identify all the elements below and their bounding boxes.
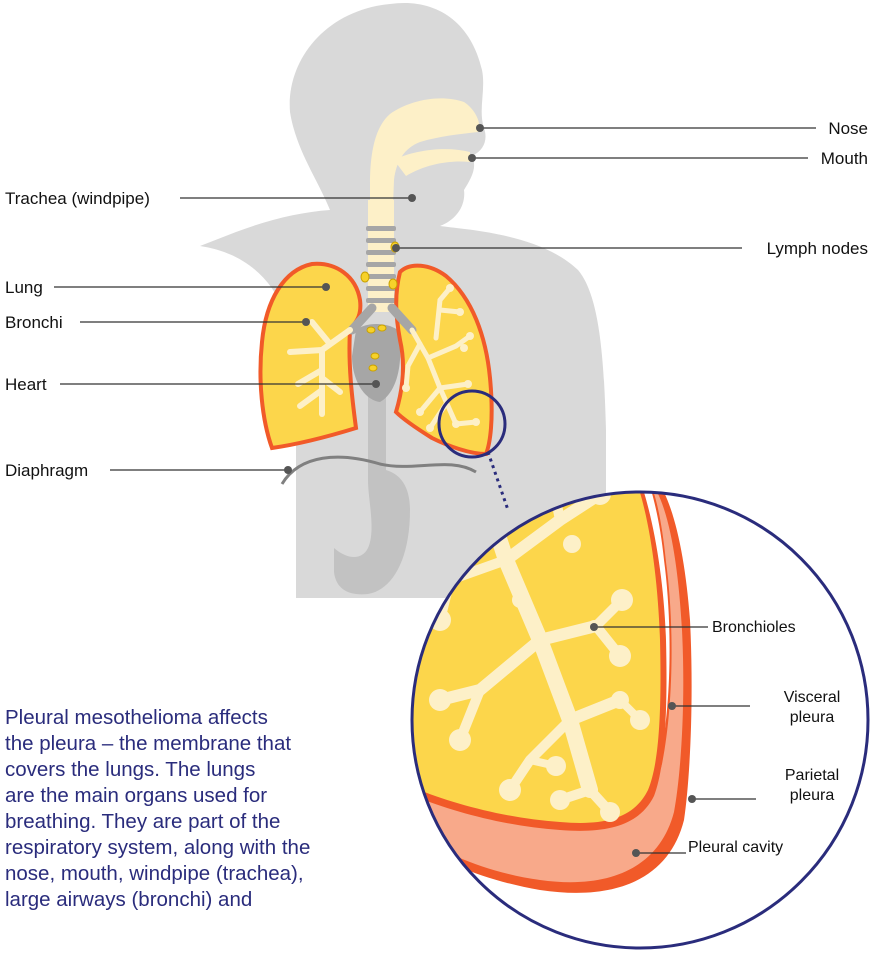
description-text: Pleural mesothelioma affects the pleura … xyxy=(5,705,425,913)
label-nose: Nose xyxy=(828,119,868,138)
label-diaphragm: Diaphragm xyxy=(5,461,88,480)
label-visceral-pleura-line1: Visceral xyxy=(784,689,841,706)
label-bronchioles: Bronchioles xyxy=(712,619,796,636)
label-lung: Lung xyxy=(5,278,43,297)
label-parietal-pleura-line2: pleura xyxy=(790,787,835,804)
left-lung xyxy=(260,264,360,448)
trachea xyxy=(368,200,394,312)
label-bronchi: Bronchi xyxy=(5,313,63,332)
label-visceral-pleura-line2: pleura xyxy=(790,709,835,726)
label-heart: Heart xyxy=(5,375,47,394)
label-trachea: Trachea (windpipe) xyxy=(5,189,150,208)
label-pleural-cavity: Pleural cavity xyxy=(688,839,783,856)
label-lymph-nodes: Lymph nodes xyxy=(767,239,868,258)
label-mouth: Mouth xyxy=(821,149,868,168)
label-parietal-pleura-line1: Parietal xyxy=(785,767,839,784)
